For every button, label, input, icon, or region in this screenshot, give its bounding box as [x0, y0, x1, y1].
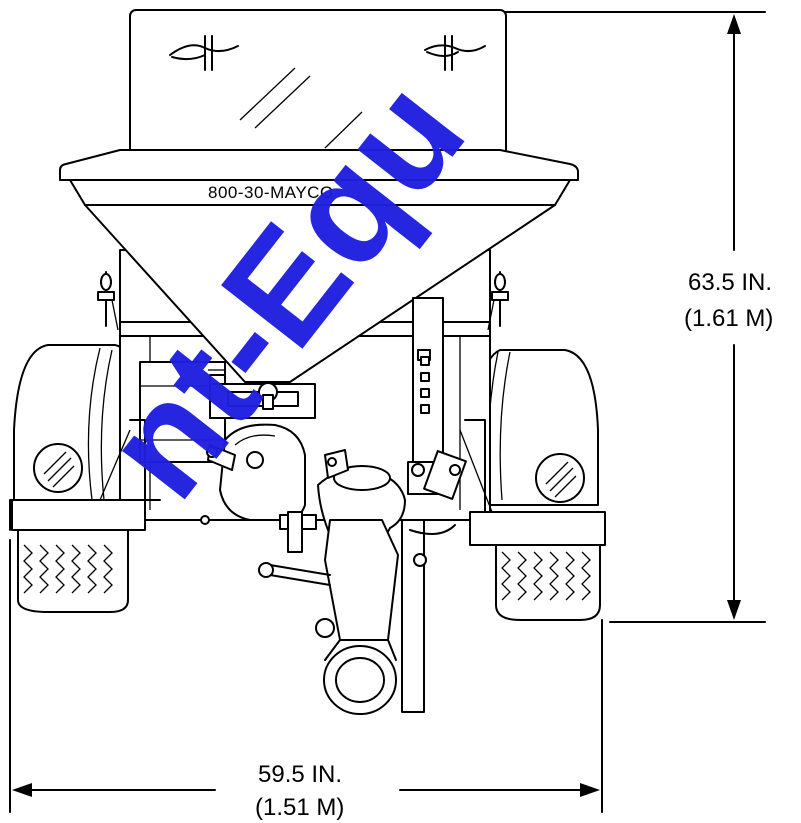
width-arrow-right-icon [580, 783, 600, 797]
pump-valve-assembly [200, 423, 456, 715]
jack-post [407, 297, 467, 500]
height-dimension: 63.5 IN. (1.61 M) [504, 11, 773, 623]
height-metric-label: (1.61 M) [684, 305, 773, 332]
width-imperial-label: 59.5 IN. [258, 761, 342, 788]
grate-handle-left-icon [169, 35, 239, 71]
tow-pole [401, 519, 425, 713]
right-wheel [475, 349, 601, 621]
grate-handle-right-icon [424, 35, 486, 71]
left-wheel [13, 344, 146, 613]
right-latch-icon [487, 271, 509, 331]
jack-hole [420, 356, 430, 366]
height-arrow-top-icon [727, 14, 741, 34]
width-metric-label: (1.51 M) [255, 794, 344, 821]
hopper-label: 800-30-MAYCO [208, 183, 334, 202]
height-arrow-bottom-icon [727, 600, 741, 620]
hopper: 800-30-MAYCO [59, 9, 579, 419]
width-dimension: 59.5 IN. (1.51 M) [9, 539, 603, 821]
left-latch-icon [97, 271, 119, 331]
left-wheel-hub-icon [33, 443, 83, 493]
right-wheel-hub-icon [535, 453, 585, 503]
height-imperial-label: 63.5 IN. [688, 269, 772, 296]
width-arrow-left-icon [12, 783, 32, 797]
